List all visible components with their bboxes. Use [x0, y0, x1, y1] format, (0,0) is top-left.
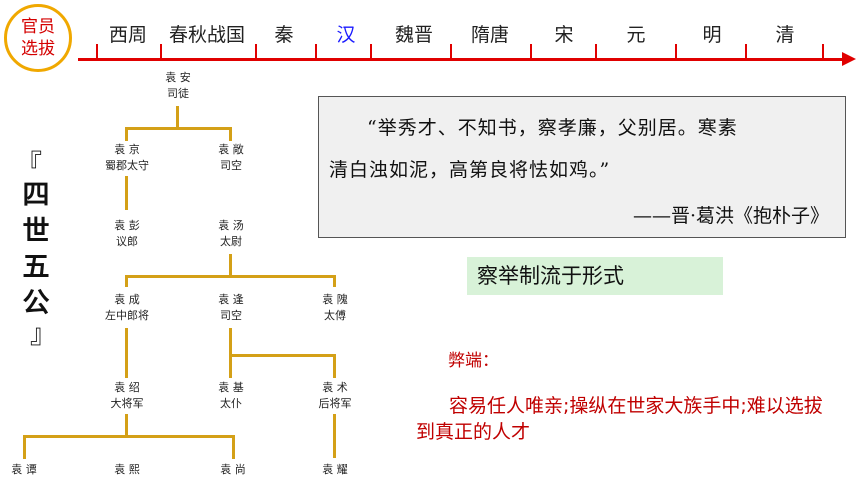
title-open-bracket: 『: [16, 150, 43, 180]
person-name: 袁 隗: [322, 293, 348, 306]
tree-connector: [125, 275, 128, 287]
title-close-bracket: 』: [29, 320, 56, 350]
person-name: 袁 逢: [218, 293, 244, 306]
title-char: 世: [22, 216, 50, 247]
tree-connector: [333, 275, 336, 287]
timeline-tick: [595, 44, 597, 59]
tree-connector: [23, 435, 235, 438]
tree-node: 袁 隗 太傅: [320, 292, 350, 324]
timeline-tick: [675, 44, 677, 59]
badge-line-2: 选拔: [21, 39, 55, 59]
dynasty-label: 明: [702, 24, 722, 46]
person-title: 司空: [220, 309, 242, 322]
tree-connector: [125, 176, 128, 210]
person-name: 袁 成: [114, 293, 140, 306]
timeline-tick: [822, 44, 824, 59]
dynasty-label: 元: [626, 24, 646, 46]
tree-connector: [125, 414, 128, 436]
topic-badge: 官员 选拔: [4, 4, 72, 72]
person-name: 袁 彭: [114, 219, 140, 232]
tree-connector: [125, 127, 231, 130]
person-title: 议郎: [116, 235, 138, 248]
dynasty-label: 清: [775, 24, 795, 46]
tree-connector: [125, 127, 128, 141]
title-char: 公: [22, 288, 50, 319]
dynasty-label: 西周: [108, 24, 148, 46]
quote-box: “举秀才、不知书，察孝廉，父别居。寒素 清白浊如泥，高第良将怯如鸡。” ——晋·…: [318, 96, 846, 238]
tree-node: 袁 京 蜀郡太守: [103, 142, 151, 174]
person-name: 袁 敞: [218, 143, 244, 156]
person-title: 司空: [220, 159, 242, 172]
tree-node: 袁 绍 大将军: [108, 380, 146, 412]
dynasty-label-highlighted: 汉: [336, 24, 356, 46]
vertical-title: 『 四 世 五 公 』: [16, 152, 56, 348]
person-name: 袁 熙: [114, 463, 140, 476]
timeline-tick: [370, 44, 372, 59]
person-title: 蜀郡太守: [105, 159, 149, 172]
tree-node: 袁 彭 议郎: [112, 218, 142, 250]
tree-connector: [23, 435, 26, 459]
timeline-tick: [745, 44, 747, 59]
person-name: 袁 绍: [114, 381, 140, 394]
tree-node: 袁 逢 司空: [216, 292, 246, 324]
person-title: 后将军: [318, 397, 352, 410]
timeline-tick: [450, 44, 452, 59]
person-title: 司徒: [167, 87, 189, 100]
tree-connector: [229, 254, 232, 276]
badge-line-1: 官员: [21, 17, 55, 37]
tree-connector: [229, 328, 232, 378]
tree-connector: [229, 127, 232, 141]
person-name: 袁 谭: [11, 463, 37, 476]
tree-node: 袁 汤 太尉: [216, 218, 246, 250]
drawbacks-label: 弊端：: [448, 351, 499, 371]
tree-node: 袁 敞 司空: [216, 142, 246, 174]
quote-line-1: “举秀才、不知书，察孝廉，父别居。寒素: [367, 117, 738, 139]
person-title: 太傅: [324, 309, 346, 322]
person-name: 袁 术: [322, 381, 348, 394]
tree-connector: [232, 435, 235, 459]
timeline-axis: [78, 58, 848, 61]
tree-connector: [333, 414, 336, 458]
tree-node: 袁 尚: [218, 462, 248, 478]
quote-line-2: 清白浊如泥，高第良将怯如鸡。”: [329, 159, 611, 181]
tree-node: 袁 成 左中郎将: [103, 292, 151, 324]
person-name: 袁 尚: [220, 463, 246, 476]
dynasty-label: 隋唐: [470, 24, 510, 46]
timeline-arrow-icon: [842, 52, 856, 66]
person-name: 袁 安: [165, 71, 191, 84]
title-char: 四: [22, 180, 50, 211]
tree-connector: [229, 354, 335, 357]
tree-node: 袁 熙: [112, 462, 142, 478]
tree-node-root: 袁 安 司徒: [163, 70, 193, 102]
timeline-tick: [530, 44, 532, 59]
dynasty-label: 春秋战国: [168, 24, 246, 46]
person-title: 太尉: [220, 235, 242, 248]
timeline-tick: [315, 44, 317, 59]
conclusion-box: 察举制流于形式: [467, 257, 723, 295]
tree-node: 袁 基 太仆: [216, 380, 246, 412]
timeline-tick: [255, 44, 257, 59]
dynasty-label: 魏晋: [394, 24, 434, 46]
person-title: 太仆: [220, 397, 242, 410]
person-title: 左中郎将: [105, 309, 149, 322]
tree-node: 袁 耀: [320, 462, 350, 478]
person-name: 袁 耀: [322, 463, 348, 476]
tree-node: 袁 谭: [9, 462, 39, 478]
dynasty-label: 宋: [554, 24, 574, 46]
timeline-tick: [96, 44, 98, 59]
person-name: 袁 基: [218, 381, 244, 394]
dynasty-label: 秦: [274, 24, 294, 46]
timeline-tick: [160, 44, 162, 59]
tree-connector: [125, 275, 335, 278]
person-title: 大将军: [110, 397, 144, 410]
person-name: 袁 汤: [218, 219, 244, 232]
quote-source: ——晋·葛洪《抱朴子》: [632, 205, 829, 227]
tree-connector: [125, 328, 128, 378]
title-char: 五: [22, 252, 50, 283]
tree-connector: [176, 106, 179, 128]
tree-connector: [333, 354, 336, 378]
drawbacks-text: 容易任人唯亲;操纵在世家大族手中;难以选拔到真正的人才: [416, 395, 823, 443]
tree-node: 袁 术 后将军: [316, 380, 354, 412]
person-name: 袁 京: [114, 143, 140, 156]
